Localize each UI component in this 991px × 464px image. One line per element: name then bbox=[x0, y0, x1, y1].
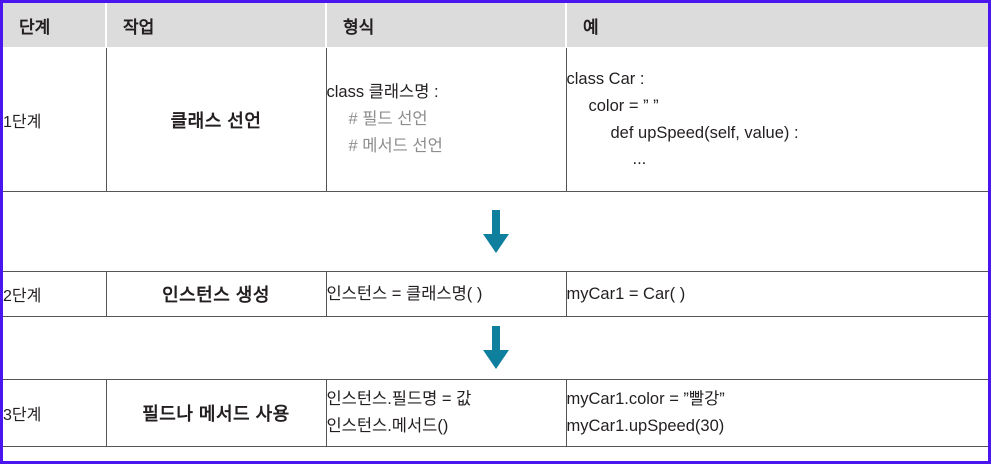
format-line: 인스턴스.메서드() bbox=[326, 417, 449, 435]
format-cell-1: class 클래스명 : # 필드 선언 # 메서드 선언 bbox=[326, 47, 567, 192]
table-row: 2단계 인스턴스 생성 인스턴스 = 클래스명( ) myCar1 = Car(… bbox=[3, 271, 988, 317]
column-header-step: 단계 bbox=[3, 3, 107, 48]
column-header-task: 작업 bbox=[106, 3, 327, 48]
example-line: myCar1.color = ”빨강” bbox=[566, 390, 725, 409]
step-label-2: 2단계 bbox=[3, 271, 107, 317]
step-label-3: 3단계 bbox=[3, 379, 107, 447]
format-line: # 메서드 선언 bbox=[348, 136, 443, 155]
flow-gap-row bbox=[3, 191, 988, 272]
example-cell-2: myCar1 = Car( ) bbox=[566, 271, 988, 317]
column-header-example: 예 bbox=[566, 3, 988, 48]
table-row: 3단계 필드나 메서드 사용 인스턴스.필드명 = 값 인스턴스.메서드() m… bbox=[3, 379, 988, 447]
flow-gap-row bbox=[3, 316, 988, 380]
table-header-row: 단계 작업 형식 예 bbox=[3, 3, 988, 48]
format-cell-3: 인스턴스.필드명 = 값 인스턴스.메서드() bbox=[326, 379, 567, 447]
task-label-1: 클래스 선언 bbox=[106, 47, 327, 192]
example-line: def upSpeed(self, value) : bbox=[610, 123, 799, 142]
format-line: # 필드 선언 bbox=[348, 110, 428, 129]
task-label-3: 필드나 메서드 사용 bbox=[106, 379, 327, 447]
example-line: myCar1 = Car( ) bbox=[566, 284, 686, 303]
example-line: class Car : bbox=[566, 70, 645, 89]
flow-arrow-2-to-3 bbox=[3, 317, 988, 379]
format-line: class 클래스명 : bbox=[326, 83, 439, 102]
table-row: 1단계 클래스 선언 class 클래스명 : # 필드 선언 # 메서드 선언… bbox=[3, 47, 988, 192]
format-line: 인스턴스 = 클래스명( ) bbox=[326, 284, 483, 303]
flow-arrow-1-to-2 bbox=[3, 192, 988, 271]
example-cell-3: myCar1.color = ”빨강” myCar1.upSpeed(30) bbox=[566, 379, 988, 447]
format-line: 인스턴스.필드명 = 값 bbox=[326, 390, 472, 409]
example-line: myCar1.upSpeed(30) bbox=[566, 417, 725, 435]
column-header-format: 형식 bbox=[326, 3, 567, 48]
flow-arrow-container-2 bbox=[3, 316, 988, 380]
example-cell-1: class Car : color = ” ” def upSpeed(self… bbox=[566, 47, 988, 192]
format-cell-2: 인스턴스 = 클래스명( ) bbox=[326, 271, 567, 317]
example-line: ... bbox=[632, 150, 647, 169]
class-usage-steps-table: 단계 작업 형식 예 1단계 클래스 선언 class 클래스명 : # 필드 … bbox=[3, 3, 988, 447]
step-label-1: 1단계 bbox=[3, 47, 107, 192]
example-line: color = ” ” bbox=[588, 96, 659, 115]
diagram-canvas: 단계 작업 형식 예 1단계 클래스 선언 class 클래스명 : # 필드 … bbox=[3, 3, 988, 461]
flow-arrow-container-1 bbox=[3, 191, 988, 272]
task-label-2: 인스턴스 생성 bbox=[106, 271, 327, 317]
